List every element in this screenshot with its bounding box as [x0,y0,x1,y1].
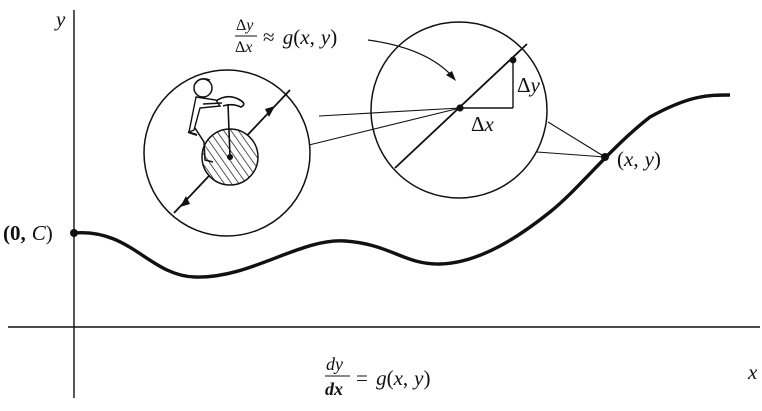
connector-right-bottom [537,152,605,157]
rider-body [189,97,220,132]
connector-left-bottom [309,108,460,145]
de-numerator: dy [326,354,343,374]
y-axis-label: y [54,7,66,31]
connector-right-top [548,122,605,157]
slope-rhs: ≈ g(x,y) [263,25,337,49]
delta-x-label: Δx [471,112,495,136]
initial-point-dot [70,229,78,237]
delta-y-label: Δy [517,73,541,97]
magnifier-left [144,70,310,236]
de-denominator: dx [325,379,343,399]
axes: y x [8,7,760,398]
connector-left-top [319,108,460,116]
initial-point-label: (0,C) [3,221,53,245]
upper-point-dot [510,57,517,64]
magnifier-right: Δx Δy [371,22,547,198]
x-axis-label: x [747,360,758,384]
connector-lines [309,108,605,157]
slope-denominator: Δx [235,39,252,56]
slope-numerator: Δy [236,17,254,34]
slope-formula: Δy Δx ≈ g(x,y) [235,17,456,81]
de-rhs: = g(x,y) [356,366,431,390]
differential-equation: dy dx = g(x,y) [325,354,431,399]
point-label: (x,y) [617,147,661,171]
rider-seat [188,132,197,135]
rider-arm [203,103,222,104]
formula-pointer-arrowhead [446,71,456,81]
